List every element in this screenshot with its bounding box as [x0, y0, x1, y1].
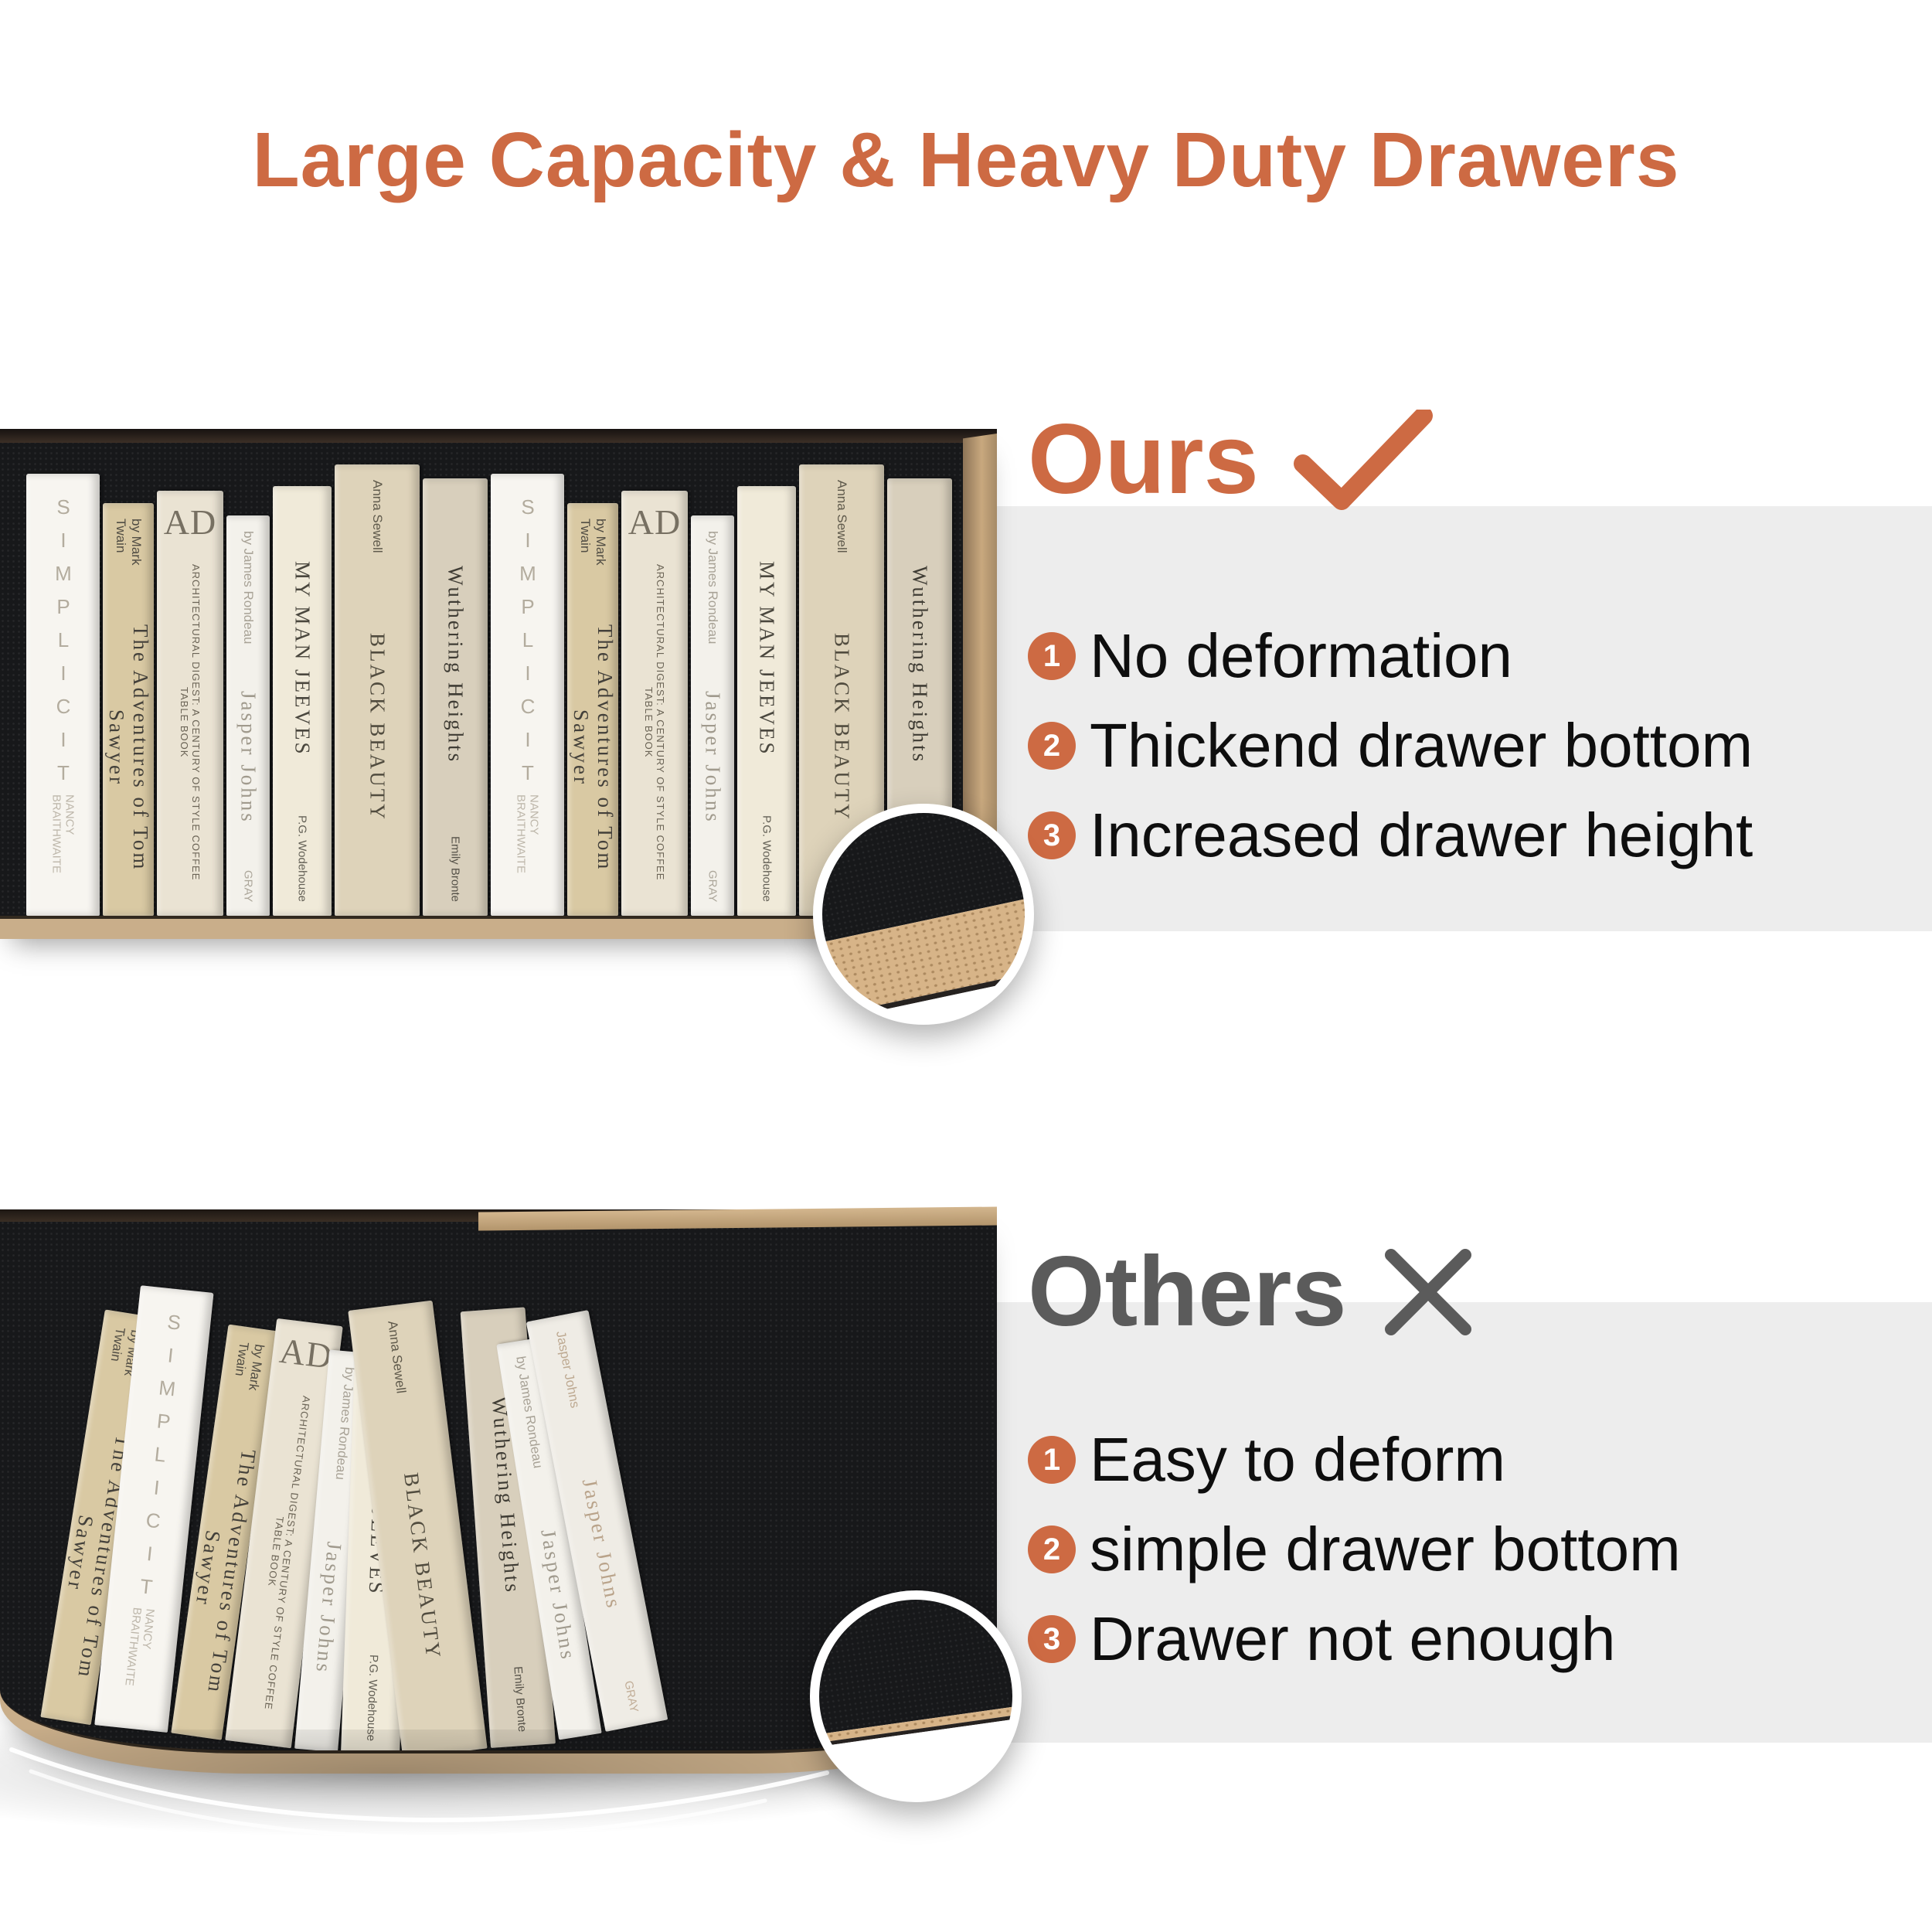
- book-publisher: GRAY: [706, 869, 719, 902]
- feature-item: 1 No deformation: [1028, 622, 1753, 690]
- book-publisher: NANCY BRAITHWAITE: [49, 794, 77, 873]
- book-publisher: P.G. Wodehouse: [295, 815, 309, 902]
- feature-text: No deformation: [1090, 621, 1512, 690]
- feature-text: Thickend drawer bottom: [1090, 711, 1753, 780]
- book-title: Jasper Johns: [577, 1476, 626, 1612]
- book-author: AD: [277, 1330, 335, 1376]
- others-heading-text: Others: [1028, 1236, 1347, 1347]
- book-spine: MY MAN JEEVES P.G. Wodehouse: [737, 486, 796, 916]
- book-author: AD: [628, 502, 682, 542]
- stress-swoosh-lines: [9, 1747, 829, 1839]
- number-badge: 3: [1028, 811, 1076, 859]
- feature-text: Drawer not enough: [1090, 1604, 1616, 1673]
- feature-text: Increased drawer height: [1090, 801, 1753, 869]
- book-title: ARCHITECTURAL DIGEST: A CENTURY OF STYLE…: [179, 563, 202, 881]
- book-publisher: GRAY: [621, 1679, 641, 1713]
- number-badge: 2: [1028, 1526, 1076, 1573]
- book-author: Anna Sewell: [385, 1319, 409, 1395]
- cross-section-layers: [822, 813, 1025, 1015]
- book-publisher: NANCY BRAITHWAITE: [514, 794, 541, 873]
- book-author: by James Rondeau: [706, 531, 720, 645]
- book-title: The Adventures of Tom Sawyer: [570, 624, 617, 872]
- book-title: BLACK BEAUTY: [830, 633, 854, 822]
- others-panel: 1 Easy to deform 2 simple drawer bottom 3 Dra…: [983, 1302, 1932, 1743]
- book-publisher: P.G. Wodehouse: [364, 1654, 381, 1742]
- book-publisher: GRAY: [241, 869, 255, 902]
- book-title: SIMPLICITY: [131, 1309, 187, 1610]
- book-title: Jasper Johns: [311, 1541, 347, 1675]
- book-title: MY MAN JEEVES: [291, 560, 315, 757]
- book-publisher: NANCY BRAITHWAITE: [122, 1606, 157, 1686]
- book-publisher: Emily Bronte: [448, 835, 462, 902]
- thick-drawer-bottom-inset: [813, 804, 1034, 1025]
- book-author: Anna Sewell: [370, 480, 385, 553]
- ours-heading: Ours: [1028, 410, 1433, 510]
- x-icon: [1384, 1249, 1471, 1335]
- thin-drawer-bottom-inset: [810, 1590, 1022, 1802]
- feature-item: 3 Drawer not enough: [1028, 1605, 1681, 1673]
- book-author: by James Rondeau: [241, 531, 256, 645]
- book-author: by Mark Twain: [232, 1341, 267, 1392]
- book-title: MY MAN JEEVES: [755, 560, 779, 757]
- book-title: Wuthering Heights: [908, 566, 932, 764]
- number-badge: 2: [1028, 722, 1076, 770]
- drawer-top-rim: [0, 429, 997, 443]
- book-title: Jasper Johns: [236, 690, 260, 824]
- feature-text: simple drawer bottom: [1090, 1515, 1681, 1583]
- feature-item: 2 simple drawer bottom: [1028, 1515, 1681, 1583]
- others-heading: Others: [1028, 1243, 1475, 1342]
- number-badge: 3: [1028, 1615, 1076, 1663]
- book-title: The Adventures of Tom Sawyer: [105, 624, 152, 872]
- ours-heading-text: Ours: [1028, 404, 1259, 515]
- book-title: SIMPLICITY: [516, 495, 539, 794]
- book-spine: MY MAN JEEVES P.G. Wodehouse: [273, 486, 332, 916]
- book-title: BLACK BEAUTY: [400, 1471, 446, 1662]
- feature-item: 1 Easy to deform: [1028, 1426, 1681, 1494]
- book-spine: AD ARCHITECTURAL DIGEST: A CENTURY OF STY…: [157, 491, 223, 916]
- feature-item: 2 Thickend drawer bottom: [1028, 712, 1753, 780]
- book-spine: AD ARCHITECTURAL DIGEST: A CENTURY OF STY…: [621, 491, 688, 916]
- book-author: Jasper Johns: [553, 1329, 583, 1410]
- book-author: by Mark Twain: [578, 519, 608, 566]
- book-publisher: Emily Bronte: [511, 1665, 529, 1733]
- book-author: by Mark Twain: [114, 519, 144, 566]
- others-feature-list: 1 Easy to deform 2 simple drawer bottom 3 Dra…: [1028, 1426, 1681, 1673]
- cross-section-layers: [819, 1600, 1012, 1793]
- check-icon: [1293, 410, 1433, 510]
- feature-item: 3 Increased drawer height: [1028, 801, 1753, 869]
- book-title: Jasper Johns: [701, 690, 725, 824]
- number-badge: 1: [1028, 632, 1076, 680]
- book-title: Wuthering Heights: [444, 566, 468, 764]
- page-title: Large Capacity & Heavy Duty Drawers: [252, 117, 1680, 203]
- book-title: ARCHITECTURAL DIGEST: A CENTURY OF STYLE…: [643, 563, 666, 881]
- book-title: SIMPLICITY: [52, 495, 75, 794]
- feature-text: Easy to deform: [1090, 1425, 1506, 1494]
- book-title: BLACK BEAUTY: [366, 633, 389, 822]
- number-badge: 1: [1028, 1436, 1076, 1484]
- book-author: Anna Sewell: [835, 480, 849, 553]
- book-publisher: P.G. Wodehouse: [760, 815, 774, 902]
- book-author: AD: [163, 502, 217, 542]
